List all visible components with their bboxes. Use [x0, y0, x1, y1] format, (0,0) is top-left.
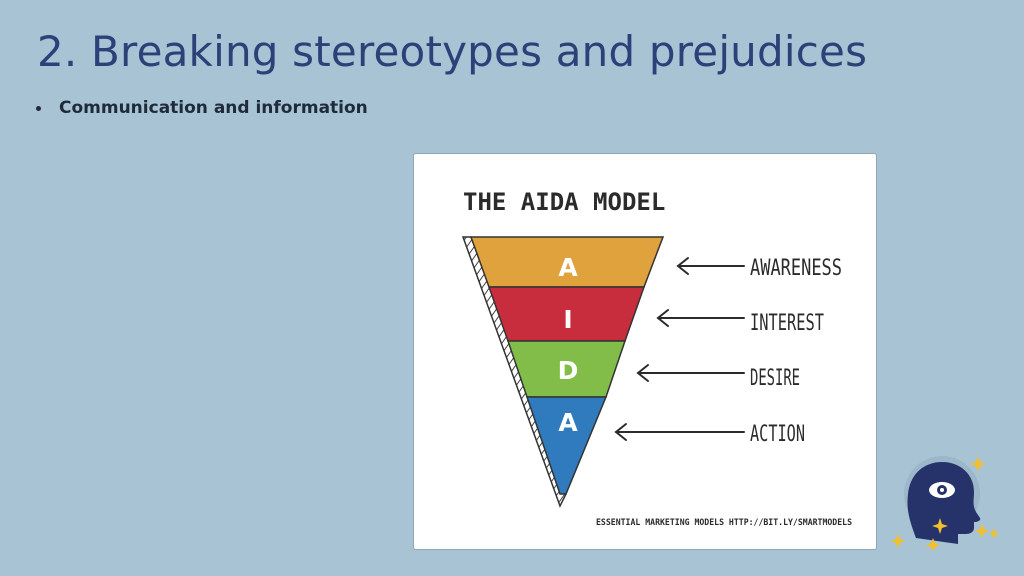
layer-letter-a1: A — [558, 253, 578, 282]
diagram-footer: ESSENTIAL MARKETING MODELS HTTP://BIT.LY… — [596, 518, 852, 528]
layer-letter-d: D — [558, 356, 579, 385]
arrow-action — [614, 423, 745, 441]
arrow-awareness — [676, 257, 745, 275]
label-desire: DESIRE — [750, 366, 800, 391]
layer-letter-i: I — [563, 305, 572, 334]
bullet-dot — [36, 105, 41, 111]
layer-action — [525, 396, 608, 495]
label-action: ACTION — [750, 422, 805, 447]
label-interest: INTEREST — [750, 311, 824, 336]
diagram-title: THE AIDA MODEL — [463, 188, 665, 216]
aida-figure: THE AIDA MODEL A I D A AWAREN — [413, 153, 877, 550]
logo — [890, 452, 1010, 566]
label-awareness: AWARENESS — [750, 256, 842, 281]
arrow-interest — [656, 309, 745, 327]
bullet-text: Communication and information — [59, 98, 368, 118]
bullet-item: Communication and information — [36, 98, 368, 118]
eye-head-icon — [891, 456, 999, 552]
layer-letter-a2: A — [558, 408, 578, 437]
aida-diagram: THE AIDA MODEL A I D A AWAREN — [461, 188, 852, 528]
arrow-desire — [636, 364, 745, 382]
slide-title: 2. Breaking stereotypes and prejudices — [37, 27, 868, 76]
